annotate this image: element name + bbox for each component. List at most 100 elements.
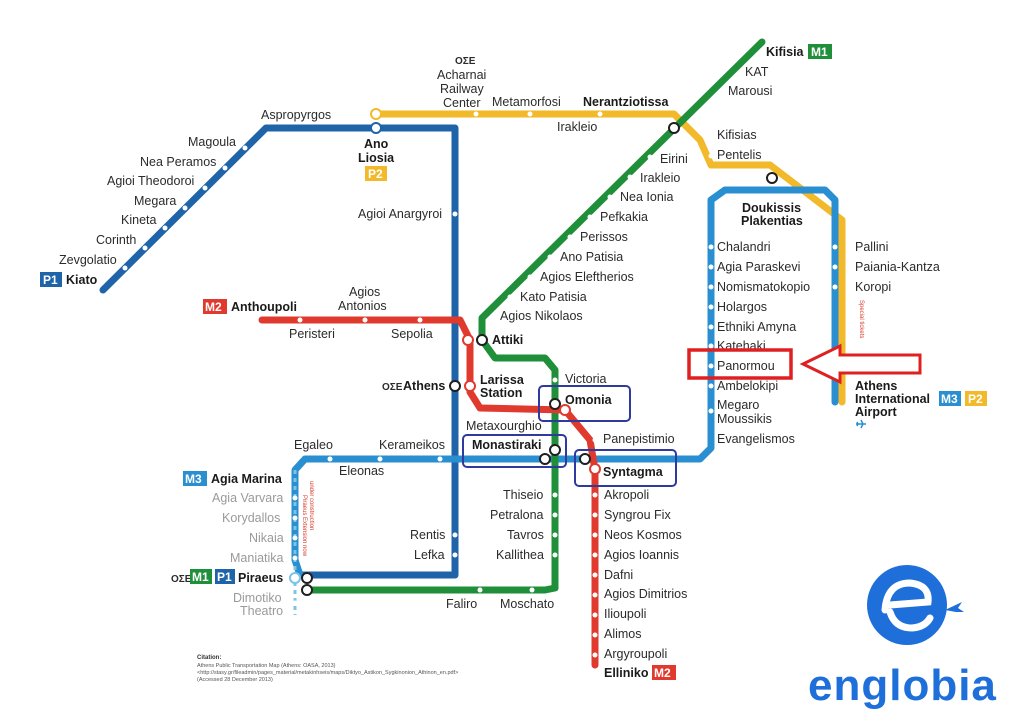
badge-m3-agia-marina xyxy=(183,471,207,486)
station-airport-1: Athens xyxy=(855,379,897,393)
station-dots xyxy=(122,69,838,658)
badge-m2-anthoupoli xyxy=(203,299,227,314)
station-agios-antonios-1: Agios xyxy=(349,285,380,299)
line-m2 xyxy=(258,316,599,669)
station-perissos: Perissos xyxy=(580,230,628,244)
station-irakleio: Irakleio xyxy=(640,171,680,185)
station-agios-eleftherios: Agios Eleftherios xyxy=(540,270,634,284)
station-larissa-1: Larissa xyxy=(480,373,525,387)
station-peristeri: Peristeri xyxy=(289,327,335,341)
panormou-highlight-box xyxy=(687,348,793,380)
station-megaro-1: Megaro xyxy=(717,398,759,412)
airplane-icon xyxy=(856,419,866,429)
badge-m1-piraeus-text: M1 xyxy=(192,570,209,584)
station-larissa-2: Station xyxy=(480,386,522,400)
badge-p2-airport xyxy=(965,391,987,406)
station-kifisias: Kifisias xyxy=(717,128,757,142)
station-moschato: Moschato xyxy=(500,597,554,611)
badge-m2-elliniko-text: M2 xyxy=(654,666,671,680)
ose-logo-piraeus: OΣE xyxy=(171,574,192,585)
station-doukissis-2: Plakentias xyxy=(741,214,803,228)
station-corinth: Corinth xyxy=(96,233,136,247)
station-victoria: Victoria xyxy=(565,372,607,386)
station-elliniko: Elliniko xyxy=(604,666,649,680)
station-petralona: Petralona xyxy=(490,508,544,522)
ose-logo-athens: OΣE xyxy=(382,382,403,393)
badge-p2-airport-text: P2 xyxy=(968,392,983,406)
station-faliro: Faliro xyxy=(446,597,477,611)
station-ambelokipi: Ambelokipi xyxy=(717,379,778,393)
interchange-stations xyxy=(289,108,778,596)
citation-line-1: Athens Public Transportation Map (Athens… xyxy=(197,663,336,669)
station-ano-liosia-2: Liosia xyxy=(358,151,395,165)
station-panormou: Panormou xyxy=(717,359,775,373)
station-marousi: Marousi xyxy=(728,84,772,98)
station-nea-peramos: Nea Peramos xyxy=(140,155,216,169)
station-kat: KAT xyxy=(745,65,769,79)
station-syngrou-fix: Syngrou Fix xyxy=(604,508,671,522)
special-tickets-note: Special tickets xyxy=(858,300,864,338)
ose-railway-logo: OΣE xyxy=(455,56,476,67)
badge-m3-airport-text: M3 xyxy=(941,392,958,406)
brand-name: englobia xyxy=(808,661,997,710)
station-athens: Athens xyxy=(403,379,445,393)
station-acharnai-3: Center xyxy=(443,96,481,110)
station-dimotiko-2: Theatro xyxy=(240,604,283,618)
citation-heading: Citation: xyxy=(197,655,221,661)
station-ilioupoli: Ilioupoli xyxy=(604,607,646,621)
station-airport-2: International xyxy=(855,392,930,406)
citation-line-3: (Accessed 28 December 2013) xyxy=(197,677,273,683)
station-megara: Megara xyxy=(134,194,176,208)
line-p2 xyxy=(372,110,846,406)
station-kiato: Kiato xyxy=(66,273,98,287)
station-pallini: Pallini xyxy=(855,240,888,254)
station-kerameikos: Kerameikos xyxy=(379,438,445,452)
station-metaxourghio: Metaxourghio xyxy=(466,419,542,433)
station-nerantziotissa: Nerantziotissa xyxy=(583,95,669,109)
station-lefka: Lefka xyxy=(414,548,445,562)
badge-m1-kifisia xyxy=(808,44,832,59)
station-zevgolatio: Zevgolatio xyxy=(59,253,117,267)
station-rentis: Rentis xyxy=(410,528,445,542)
station-agios-nikolaos: Agios Nikolaos xyxy=(500,309,583,323)
station-agioi-anargyroi: Agioi Anargyroi xyxy=(358,207,442,221)
badge-m3-agia-marina-text: M3 xyxy=(185,472,202,486)
line-m1 xyxy=(301,38,766,594)
extension-note-1: Piraeus Extension now xyxy=(301,495,307,557)
badge-p2-ano-liosia xyxy=(365,166,387,181)
line-p1 xyxy=(99,124,459,579)
station-piraeus: Piraeus xyxy=(238,571,283,585)
station-egaleo: Egaleo xyxy=(294,438,333,452)
interchange-highlights xyxy=(462,385,677,487)
station-nikaia: Nikaia xyxy=(249,531,284,545)
station-tavros: Tavros xyxy=(507,528,544,542)
station-kato-patisia: Kato Patisia xyxy=(520,290,587,304)
station-chalandri: Chalandri xyxy=(717,240,771,254)
badge-p1-piraeus xyxy=(215,569,235,584)
red-arrow-icon xyxy=(799,343,922,385)
station-megaro-2: Moussikis xyxy=(717,412,772,426)
badge-p2-ano-liosia-text: P2 xyxy=(368,167,383,181)
station-kineta: Kineta xyxy=(121,213,156,227)
station-holargos: Holargos xyxy=(717,300,767,314)
station-irakleio-p2: Irakleio xyxy=(557,120,597,134)
station-sepolia: Sepolia xyxy=(391,327,433,341)
englobia-logo: englobia xyxy=(808,565,997,710)
station-anthoupoli: Anthoupoli xyxy=(231,300,297,314)
station-magoula: Magoula xyxy=(188,135,236,149)
station-dafni: Dafni xyxy=(604,568,633,582)
station-eleonas: Eleonas xyxy=(339,464,384,478)
badge-m3-airport xyxy=(939,391,961,406)
station-metamorfosi: Metamorfosi xyxy=(492,95,561,109)
station-korydallos: Korydallos xyxy=(222,511,280,525)
badge-m2-anthoupoli-text: M2 xyxy=(205,300,222,314)
station-pentelis: Pentelis xyxy=(717,148,761,162)
station-kallithea: Kallithea xyxy=(496,548,544,562)
station-kifisia: Kifisia xyxy=(766,45,805,59)
station-aspropyrgos: Aspropyrgos xyxy=(261,108,331,122)
station-neos-kosmos: Neos Kosmos xyxy=(604,528,682,542)
station-ano-liosia-1: Ano xyxy=(364,137,389,151)
station-paiania-kantza: Paiania-Kantza xyxy=(855,260,940,274)
station-monastiraki: Monastiraki xyxy=(472,438,541,452)
